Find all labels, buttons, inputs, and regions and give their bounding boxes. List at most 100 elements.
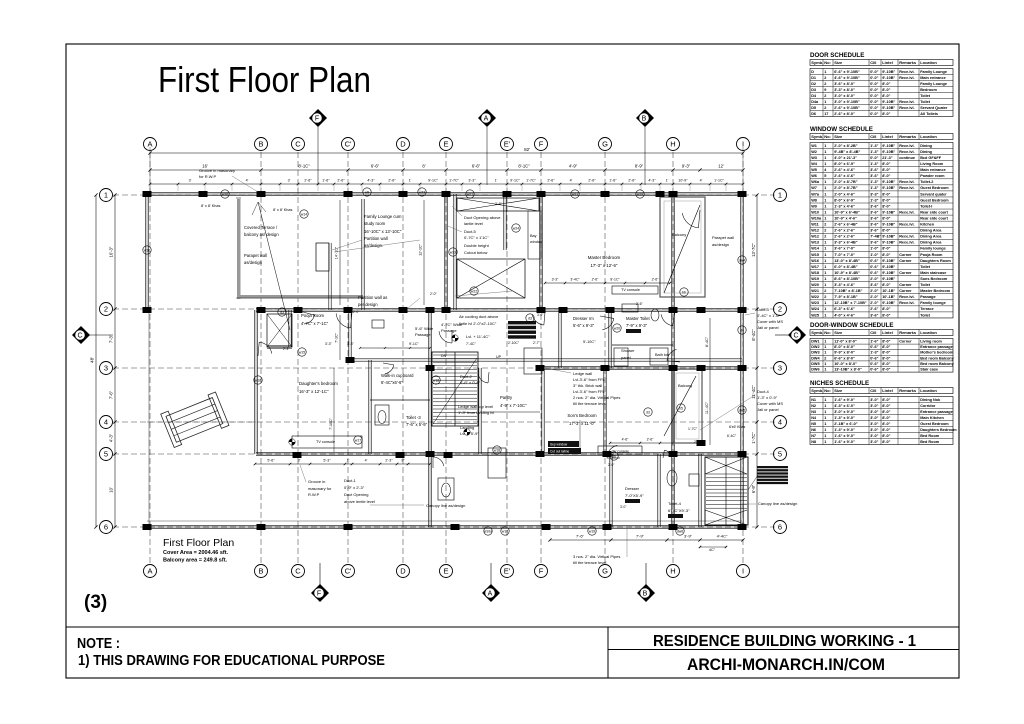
svg-text:W8: W8 (811, 198, 817, 202)
svg-text:TV console: TV console (612, 450, 629, 454)
svg-text:2'-6" x 4'-6": 2'-6" x 4'-6" (834, 174, 855, 178)
svg-text:1: 1 (824, 271, 826, 275)
svg-text:8'-0": 8'-0" (882, 283, 890, 287)
svg-text:Pooja Room: Pooja Room (920, 253, 943, 257)
svg-text:Entrance passage: Entrance passage (920, 345, 953, 349)
svg-text:C': C' (345, 567, 352, 576)
svg-text:3'-6": 3'-6" (870, 313, 878, 317)
svg-text:Master Toilet: Master Toilet (626, 316, 650, 321)
svg-text:6'-9": 6'-9" (751, 484, 756, 493)
svg-text:Shower: Shower (621, 348, 635, 353)
svg-text:7'-6": 7'-6" (576, 534, 585, 539)
svg-text:W1: W1 (811, 144, 817, 148)
svg-text:8'-0": 8'-0" (882, 253, 890, 257)
svg-text:1: 1 (824, 362, 826, 366)
svg-text:2: 2 (824, 356, 826, 360)
svg-text:Duct-4: Duct-4 (757, 389, 770, 394)
svg-text:1: 1 (824, 210, 826, 214)
svg-text:w19: w19 (637, 193, 643, 197)
svg-text:9'-10B": 9'-10B" (882, 241, 895, 245)
svg-text:5'-10C": 5'-10C" (583, 340, 596, 344)
svg-text:16'-10C" x 13'-10C": 16'-10C" x 13'-10C" (364, 229, 402, 234)
svg-text:3': 3' (298, 459, 301, 463)
svg-text:3'-0" x 8'-0": 3'-0" x 8'-0" (834, 94, 855, 98)
svg-text:4'-3": 4'-3" (648, 179, 656, 183)
svg-text:8'-0": 8'-0" (882, 112, 890, 116)
svg-text:1: 1 (824, 259, 826, 263)
svg-text:2'-0" x 8'-2B": 2'-0" x 8'-2B" (834, 144, 858, 148)
svg-text:8'-0": 8'-0" (882, 351, 890, 355)
svg-text:0'-6": 0'-6" (870, 356, 878, 360)
svg-text:Toilet: Toilet (920, 283, 931, 287)
svg-text:2'-0": 2'-0" (430, 292, 438, 296)
svg-text:13'-10B" x 8'-0": 13'-10B" x 8'-0" (834, 368, 862, 372)
svg-text:UP: UP (496, 355, 502, 359)
svg-text:First Floor Plan: First Floor Plan (158, 59, 371, 100)
svg-text:14'-1C": 14'-1C" (335, 246, 339, 259)
svg-text:4'-6": 4'-6" (622, 438, 630, 442)
svg-text:Bed Room: Bed Room (920, 440, 940, 444)
svg-text:Guest Bedroom: Guest Bedroom (920, 198, 949, 202)
svg-text:I: I (742, 567, 744, 576)
svg-text:Cover Area = 2004.46 sft.: Cover Area = 2004.46 sft. (163, 550, 229, 556)
svg-text:DOOR SCHEDULE: DOOR SCHEDULE (810, 52, 864, 59)
svg-text:2'-0": 2'-0" (608, 463, 614, 467)
svg-text:3'-0": 3'-0" (620, 505, 626, 509)
svg-text:1: 1 (104, 191, 108, 200)
svg-text:7'-9" x 8'-1B": 7'-9" x 8'-1B" (834, 295, 858, 299)
svg-text:4'-7C" Wide: 4'-7C" Wide (441, 322, 463, 327)
svg-text:3 nos. 2" dia. Virtical Pipes: 3 nos. 2" dia. Virtical Pipes (573, 554, 620, 559)
svg-text:Bed room Balcony: Bed room Balcony (920, 356, 954, 360)
svg-text:1: 1 (824, 241, 826, 245)
svg-text:2: 2 (824, 94, 826, 98)
svg-text:1: 1 (824, 144, 826, 148)
svg-text:9'-1C": 9'-1C" (428, 179, 438, 183)
svg-text:w21: w21 (467, 193, 473, 197)
svg-text:4'-4C": 4'-4C" (717, 534, 728, 539)
svg-text:10'-9" x 6'-4B": 10'-9" x 6'-4B" (834, 210, 860, 214)
svg-text:17'-3" x 11'-0": 17'-3" x 11'-0" (569, 421, 596, 426)
svg-text:Cutout below: Cutout below (464, 250, 487, 255)
svg-text:3'-0": 3'-0" (870, 428, 878, 432)
svg-text:0'-0": 0'-0" (870, 70, 878, 74)
svg-text:8'-0": 8'-0" (882, 340, 890, 344)
svg-text:D2: D2 (811, 82, 816, 86)
svg-text:W22: W22 (811, 295, 819, 299)
svg-text:NOTE :: NOTE : (77, 636, 120, 652)
svg-text:3'-6" x 7'-0": 3'-6" x 7'-0" (834, 247, 855, 251)
svg-text:Duct-3: Duct-3 (757, 307, 770, 312)
svg-text:5: 5 (778, 450, 782, 459)
svg-text:7'-3": 7'-3" (109, 334, 114, 343)
svg-text:w10a: w10a (484, 530, 492, 534)
svg-text:Symb.: Symb. (811, 330, 823, 335)
svg-text:Entrance passage: Entrance passage (920, 410, 953, 414)
svg-text:2: 2 (824, 235, 826, 239)
svg-text:Dining Area: Dining Area (920, 241, 942, 245)
svg-text:R.W.P: R.W.P (308, 492, 320, 497)
svg-text:Toilet: Toilet (920, 313, 931, 317)
svg-text:Jali or panel: Jali or panel (757, 407, 779, 412)
svg-text:TV console: TV console (621, 288, 640, 292)
svg-text:Duct-5: Duct-5 (464, 229, 477, 234)
svg-text:Master Bedroom: Master Bedroom (588, 255, 621, 260)
svg-text:Cill: Cill (870, 134, 876, 139)
svg-text:9'-10B": 9'-10B" (882, 259, 895, 263)
svg-text:W17: W17 (811, 265, 819, 269)
svg-text:3': 3' (288, 179, 291, 183)
svg-text:6'-0" x 8'-4B": 6'-0" x 8'-4B" (834, 265, 858, 269)
svg-text:balcony as/ design: balcony as/ design (244, 232, 279, 237)
svg-text:8'-0": 8'-0" (882, 229, 890, 233)
svg-text:I: I (742, 140, 744, 149)
svg-text:8'-0": 8'-0" (882, 174, 890, 178)
svg-text:8'-9": 8'-9" (635, 164, 644, 169)
svg-text:DW2: DW2 (811, 345, 819, 349)
svg-text:Remarks: Remarks (899, 330, 917, 335)
svg-text:NICHES SCHEDULE: NICHES SCHEDULE (810, 380, 869, 387)
svg-text:Powder room: Powder room (920, 174, 945, 178)
svg-text:9'-1C": 9'-1C" (409, 342, 419, 346)
svg-text:A: A (147, 140, 152, 149)
svg-text:0'-0": 0'-0" (870, 94, 878, 98)
svg-text:DN: DN (441, 354, 447, 358)
svg-text:1'-6" x 9'-0": 1'-6" x 9'-0" (834, 398, 855, 402)
svg-text:0'-0": 0'-0" (870, 156, 878, 160)
